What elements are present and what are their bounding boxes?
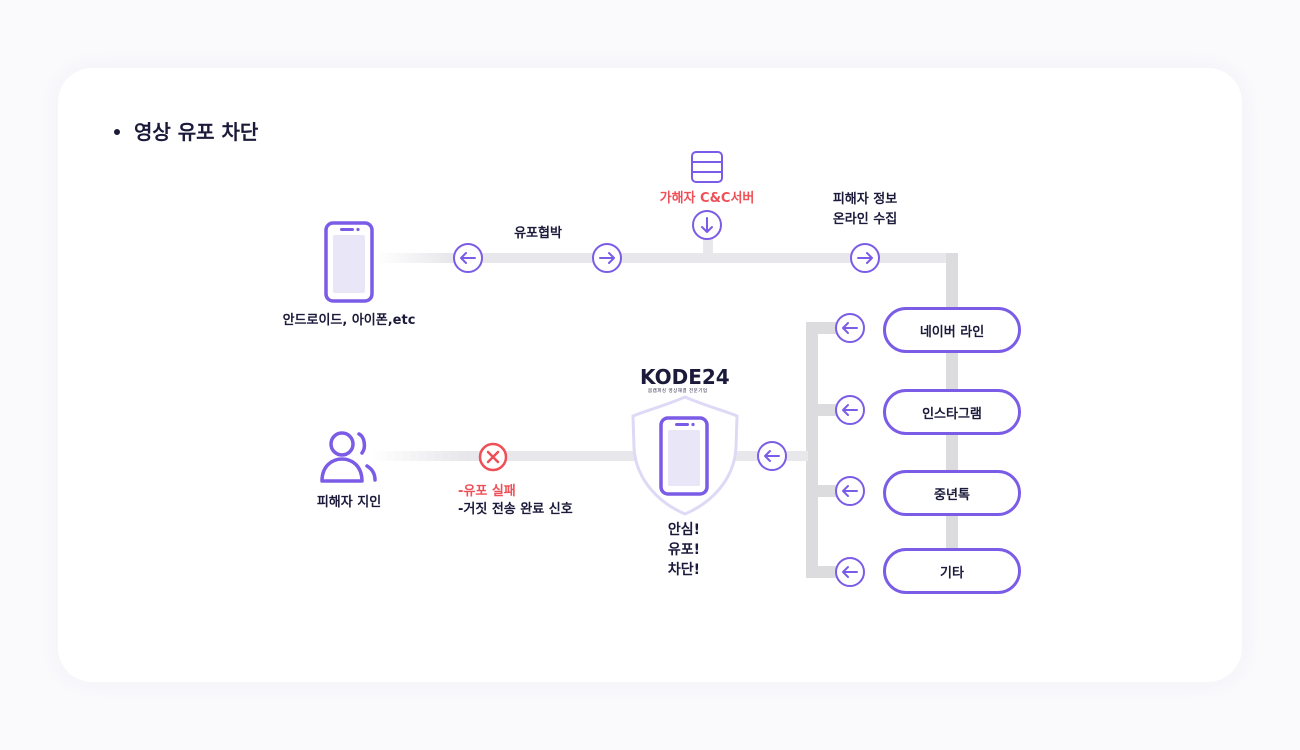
device-label: 안드로이드, 아이폰,etc (282, 313, 416, 328)
arrow-right-icon (850, 243, 880, 273)
platform-instagram: 인스타그램 (883, 389, 1021, 435)
arrow-left-icon (757, 441, 787, 471)
x-circle-icon (478, 442, 508, 472)
acquaintance-label: 피해자 지인 (316, 495, 382, 510)
fake-signal-label: -거짓 전송 완료 신호 (458, 502, 573, 517)
arrow-left-icon (835, 557, 865, 587)
diagram-card (58, 68, 1242, 682)
arrow-left-icon (453, 243, 483, 273)
platform-others: 기타 (883, 548, 1021, 594)
arrow-right-icon (592, 243, 622, 273)
person-icon (320, 431, 377, 483)
arrow-down-icon (692, 210, 722, 240)
branch-3 (806, 485, 840, 497)
line-top-fade (376, 253, 456, 263)
arrow-left-icon (835, 476, 865, 506)
branch-2 (806, 404, 840, 416)
platform-naver-line: 네이버 라인 (883, 307, 1021, 353)
spread-threat-label: 유포협박 (514, 226, 562, 241)
title-text: 영상 유포 차단 (134, 120, 259, 144)
logo-mark: KODE24 (640, 365, 730, 389)
line-server (703, 238, 713, 258)
line-bottom-fade (370, 451, 470, 461)
logo-tagline: 몸캠피싱 영상해결 전문기업 (648, 389, 708, 394)
arrow-left-icon (835, 313, 865, 343)
arrow-left-icon (835, 395, 865, 425)
branch-4 (806, 566, 840, 578)
fail-label: -유포 실패 (458, 484, 516, 499)
safe-label: 안심! 유포! 차단! (667, 522, 701, 578)
cc-server-label: 가해자 C&C서버 (659, 191, 755, 206)
platform-middle-age-talk: 중년톡 (883, 470, 1021, 516)
branch-1 (806, 322, 840, 334)
kode24-logo: KODE24 몸캠피싱 영상해결 전문기업 (640, 366, 740, 396)
server-icon (691, 151, 723, 183)
section-title: 영상 유포 차단 (114, 116, 258, 145)
line-left-vertical (806, 322, 818, 578)
collect-info-label: 피해자 정보 온라인 수집 (832, 192, 898, 227)
shield-icon (631, 395, 739, 516)
title-bullet (114, 129, 120, 135)
phone-icon (324, 221, 374, 303)
